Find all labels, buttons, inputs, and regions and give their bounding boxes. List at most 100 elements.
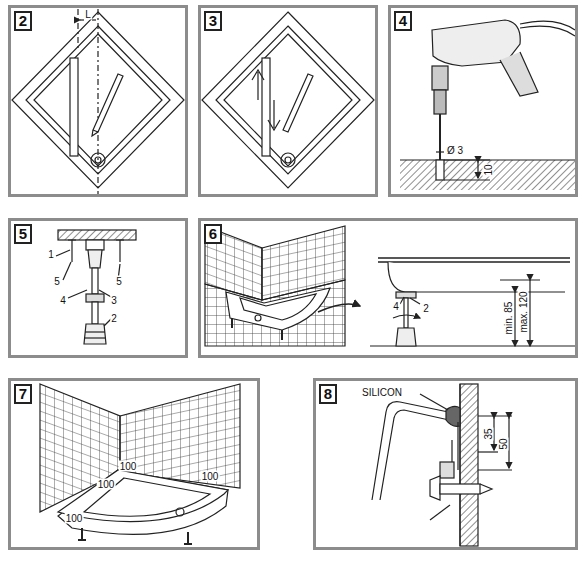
drawing-stroke (252, 70, 264, 100)
drawing-stroke (86, 294, 104, 302)
drawing-stroke (84, 478, 210, 516)
drawing-stroke (493, 418, 494, 450)
drawing-stroke (432, 66, 448, 90)
step-number: 7 (14, 384, 32, 404)
dimension: 100 (97, 479, 116, 490)
drawing-stroke (396, 328, 416, 346)
drawing-stroke (56, 250, 70, 256)
drawing-stroke (285, 157, 291, 163)
drawing-stroke (120, 384, 240, 488)
dimension: 35 (483, 427, 494, 440)
tray-plan-3 (202, 12, 374, 188)
dimension: 100 (201, 471, 220, 482)
drawing-stroke (84, 337, 106, 338)
drawing-stroke (430, 505, 450, 520)
step-number: 6 (204, 224, 222, 244)
drawing-stroke (226, 288, 330, 330)
drawing-stroke (77, 9, 78, 50)
dimension: 50 (498, 437, 509, 450)
drawing-stroke (70, 58, 78, 156)
drawing-stroke (444, 179, 490, 180)
drawing-stroke (262, 58, 270, 156)
drawing-stroke (508, 418, 509, 468)
dimension: Ø 3 (446, 145, 464, 156)
dimension: max. 120 (518, 290, 529, 333)
tray-in-corner (205, 226, 575, 346)
drawing-stroke (205, 280, 345, 346)
drawing-stroke (86, 240, 104, 250)
step-number: 3 (204, 11, 222, 31)
drawing-stroke (93, 74, 123, 132)
step-panel: 5 (8, 218, 188, 358)
step-panel: 6 (198, 218, 578, 358)
drawing-stroke (88, 250, 102, 268)
drawing-stroke (224, 34, 352, 166)
callout-number: 2 (422, 303, 430, 314)
drawing-stroke (58, 470, 228, 534)
dimension: L (84, 9, 92, 20)
drawing-stroke (78, 528, 192, 544)
callout-number: 2 (110, 313, 118, 324)
callout-number: 4 (392, 301, 400, 312)
drawing-stroke (410, 298, 420, 304)
drawing-stroke (400, 159, 576, 160)
drawing-stroke (281, 153, 295, 167)
drawing-stroke (393, 315, 420, 318)
callout-number: 1 (47, 249, 55, 260)
step-panel: 3 (198, 5, 378, 197)
drawing-stroke (434, 90, 446, 114)
dimension: 100 (65, 513, 84, 524)
drawing-stroke (92, 19, 96, 20)
drawing-stroke (84, 324, 106, 344)
adjustable-foot (56, 230, 136, 344)
step-number: 4 (394, 11, 412, 31)
drawing-stroke (58, 230, 136, 240)
step-panel: 8 (313, 378, 578, 550)
drawing-stroke (97, 9, 98, 194)
drawing-stroke (460, 384, 478, 546)
step-panel: 2 (8, 5, 188, 197)
drawing-stroke (500, 279, 540, 280)
drawing-stroke (216, 26, 360, 174)
drawing-stroke (85, 331, 105, 332)
drawing-stroke (80, 19, 84, 20)
drawing-stroke (378, 258, 570, 262)
drawing-stroke (529, 280, 530, 346)
step-number: 2 (14, 11, 32, 31)
drawing-stroke (92, 130, 98, 136)
callout-number: 3 (110, 295, 118, 306)
drawing-stroke (477, 162, 478, 178)
drawing-stroke (396, 292, 416, 298)
drawing-stroke (268, 100, 280, 130)
drawing-stroke (95, 157, 101, 163)
callout-number: 5 (53, 276, 61, 287)
drawing-stroke (91, 153, 105, 167)
drawing-stroke (500, 52, 538, 96)
callout-number: 5 (115, 276, 123, 287)
drawing-stroke (202, 12, 374, 188)
drawing-stroke (58, 470, 228, 522)
drawing-stroke (63, 262, 71, 280)
step-number: 5 (14, 224, 32, 244)
drawing-stroke (255, 315, 261, 321)
drawing-stroke (68, 290, 87, 298)
drawing-stroke (436, 160, 444, 180)
drawing-stroke (400, 160, 576, 190)
drawing-stroke (444, 159, 490, 160)
drawing-stroke (440, 462, 454, 478)
callout-number: 4 (59, 295, 67, 306)
drawing-stroke (520, 26, 575, 36)
drawing-stroke (478, 415, 512, 416)
drawing-stroke (480, 484, 492, 494)
drawing-stroke (436, 151, 444, 152)
material-label: SILICON (361, 387, 403, 398)
wall-detail (372, 384, 512, 546)
drawing-stroke (240, 294, 316, 320)
drawing-stroke (400, 297, 404, 304)
drawing-stroke (430, 476, 440, 500)
dimension: 100 (119, 461, 138, 472)
dimension: 10 (483, 163, 494, 176)
drawing-stroke (12, 9, 576, 546)
drawing-stroke (520, 21, 575, 30)
drawing-stroke (318, 304, 360, 312)
